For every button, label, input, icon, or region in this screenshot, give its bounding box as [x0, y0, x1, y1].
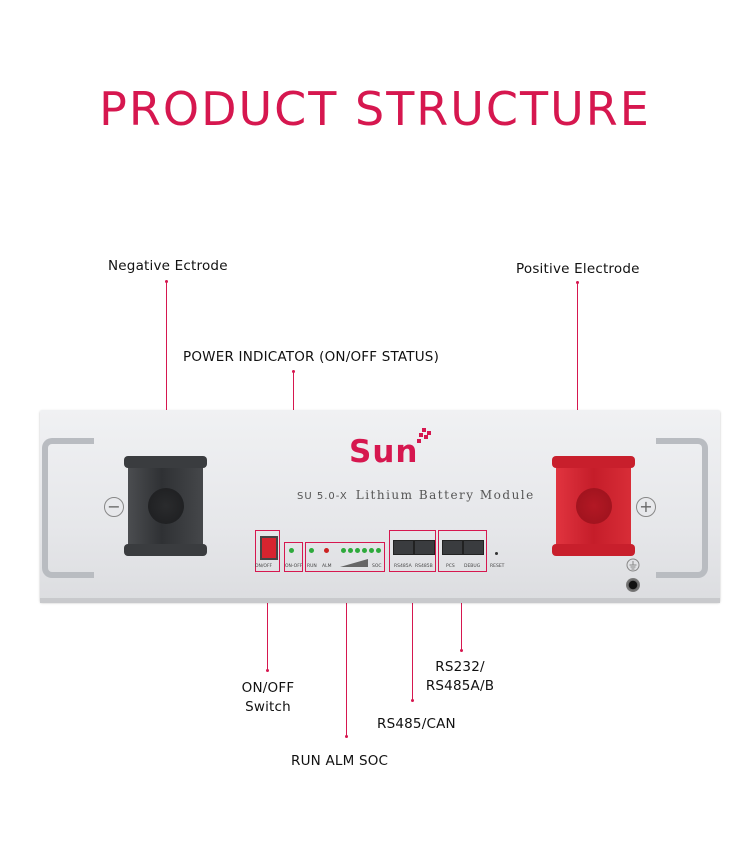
plus-icon: + [636, 497, 656, 517]
alm-led [324, 548, 329, 553]
model-label: SU 5.0-X Lithium Battery Module [297, 488, 535, 502]
leader-dot-rs485 [411, 699, 414, 702]
reset-button[interactable] [495, 552, 498, 555]
battery-module-bottom-edge [40, 598, 720, 603]
soc-led-6 [376, 548, 381, 553]
page-title: PRODUCT STRUCTURE [99, 82, 651, 136]
positive-terminal-bolt [576, 488, 612, 524]
soc-led-2 [348, 548, 353, 553]
label-negative-electrode: Negative Ectrode [108, 258, 228, 274]
pcs-port[interactable] [442, 540, 463, 555]
soc-led-4 [362, 548, 367, 553]
leader-line-negative [166, 282, 167, 460]
label-rs232-line1: RS232/ [435, 659, 485, 675]
leader-dot-onoff [266, 669, 269, 672]
leader-line-rs485 [412, 572, 413, 700]
reset-micro-label: RESET [490, 564, 505, 569]
positive-terminal[interactable] [552, 456, 635, 556]
positive-terminal-cap-top [552, 456, 635, 468]
onoff-micro-label: ON/OFF [255, 564, 273, 569]
ground-terminal[interactable] [626, 578, 640, 592]
negative-terminal-cap-bottom [124, 544, 207, 556]
soc-led-3 [355, 548, 360, 553]
soc-led-5 [369, 548, 374, 553]
label-run-alm-soc: RUN ALM SOC [291, 753, 389, 769]
ground-icon [626, 558, 640, 572]
negative-terminal-bolt [148, 488, 184, 524]
leader-line-rs232 [461, 572, 462, 650]
onoff-switch-highlight [255, 530, 280, 572]
pcs-micro-label: PCS [446, 564, 455, 569]
run-micro-label: RUN [307, 564, 317, 569]
leader-line-soc [346, 572, 347, 736]
label-positive-electrode: Positive Electrode [516, 261, 640, 277]
label-rs232-line2: RS485A/B [425, 678, 495, 694]
rs232-ports-highlight [438, 530, 487, 572]
power-micro-label: ON-OFF [285, 564, 303, 569]
soc-level-ramp [340, 559, 368, 567]
label-power-indicator: POWER INDICATOR (ON/OFF STATUS) [183, 349, 440, 365]
positive-terminal-cap-bottom [552, 544, 635, 556]
brand-logo-mark [417, 428, 431, 443]
rs485b-micro-label: RS485B [415, 564, 433, 569]
leader-dot-negative [165, 280, 168, 283]
negative-terminal[interactable] [124, 456, 207, 556]
status-leds-highlight [305, 542, 385, 572]
debug-port[interactable] [463, 540, 484, 555]
run-led [309, 548, 314, 553]
soc-micro-label: SOC [372, 564, 382, 569]
model-name: Lithium Battery Module [355, 488, 535, 502]
leader-line-positive [577, 283, 578, 460]
label-onoff-switch: ON/OFF Switch [228, 679, 308, 717]
negative-terminal-cap-top [124, 456, 207, 468]
rs485b-port[interactable] [414, 540, 435, 555]
alm-micro-label: ALM [322, 564, 332, 569]
leader-dot-power [292, 370, 295, 373]
left-handle[interactable] [42, 438, 94, 578]
power-indicator-highlight [284, 542, 303, 572]
rs485a-micro-label: RS485A [394, 564, 412, 569]
right-handle[interactable] [656, 438, 708, 578]
leader-dot-soc [345, 735, 348, 738]
leader-dot-positive [576, 281, 579, 284]
onoff-switch[interactable] [260, 536, 278, 560]
rs485-can-ports-highlight [389, 530, 436, 572]
rs485a-port[interactable] [393, 540, 414, 555]
brand-logo-text: Sun [349, 434, 419, 470]
label-rs485-can: RS485/CAN [377, 716, 456, 732]
leader-dot-rs232 [460, 649, 463, 652]
label-rs232: RS232/ RS485A/B [418, 658, 502, 696]
label-onoff-line1: ON/OFF [241, 680, 295, 696]
power-led [289, 548, 294, 553]
soc-led-1 [341, 548, 346, 553]
label-onoff-line2: Switch [245, 699, 291, 715]
debug-micro-label: DEBUG [464, 564, 481, 569]
model-number: SU 5.0-X [297, 491, 348, 502]
leader-line-onoff [267, 572, 268, 670]
minus-icon: − [104, 497, 124, 517]
